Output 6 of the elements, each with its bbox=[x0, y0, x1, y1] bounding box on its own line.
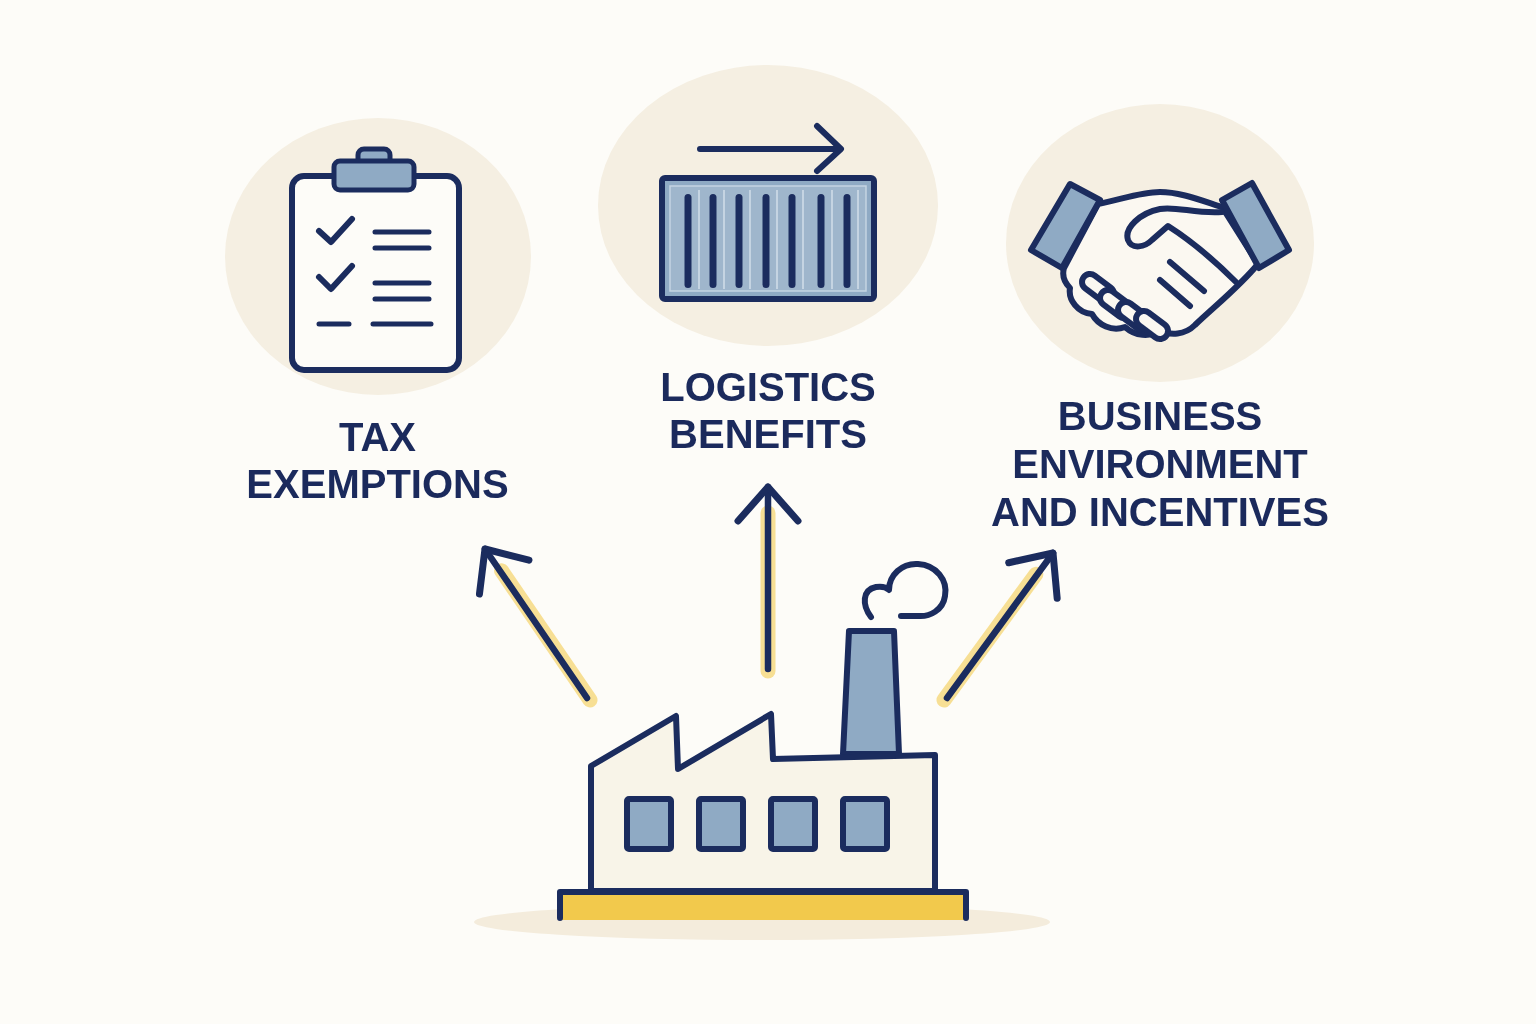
category-label: LOGISTICS BENEFITS bbox=[659, 364, 877, 458]
category-label: TAX EXEMPTIONS bbox=[245, 414, 510, 508]
category-label: BUSINESS ENVIRONMENT AND INCENTIVES bbox=[990, 393, 1330, 536]
arrow bbox=[734, 483, 802, 679]
arrow bbox=[475, 545, 598, 708]
arrow bbox=[936, 549, 1061, 708]
